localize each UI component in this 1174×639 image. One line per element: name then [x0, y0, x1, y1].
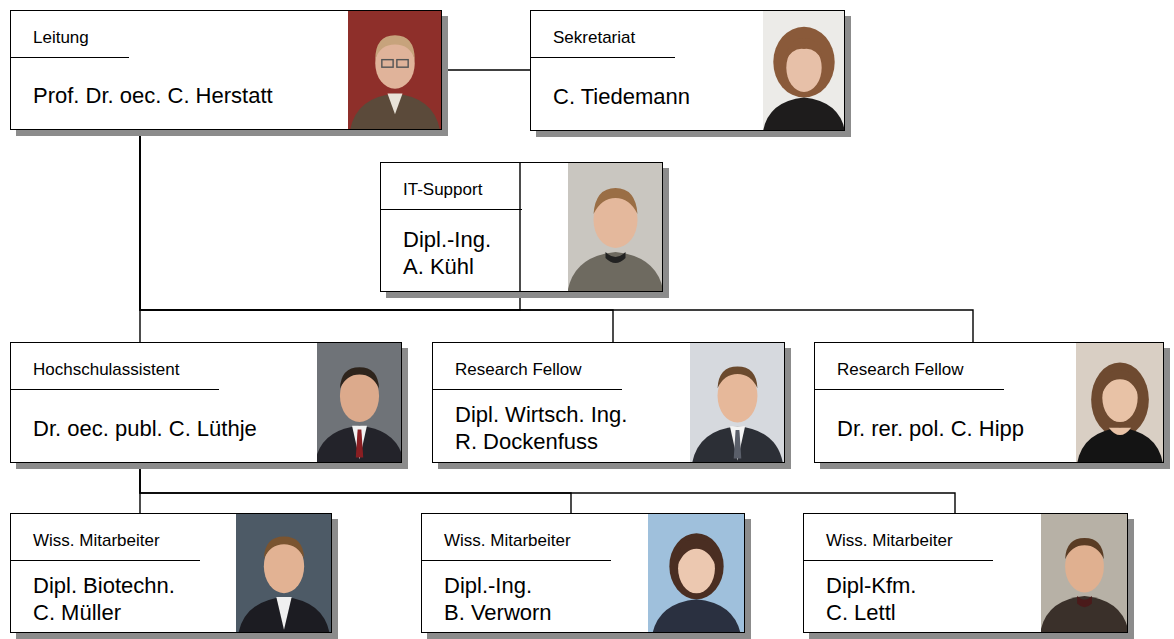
role-label: Research Fellow — [433, 343, 622, 390]
portrait-photo — [763, 10, 845, 131]
portrait-photo — [648, 513, 745, 633]
person-name: Dipl.-Ing. B. Verworn — [444, 573, 553, 627]
org-box: Wiss. MitarbeiterDipl. Biotechn. C. Müll… — [10, 513, 332, 633]
role-label: Wiss. Mitarbeiter — [422, 514, 611, 561]
org-box: Research FellowDr. rer. pol. C. Hipp — [814, 342, 1164, 463]
role-label: Wiss. Mitarbeiter — [11, 514, 200, 561]
role-label: IT-Support — [381, 163, 522, 210]
org-box: Research FellowDipl. Wirtsch. Ing. R. Do… — [432, 342, 785, 463]
org-box: Sekretariat C. Tiedemann — [530, 10, 845, 131]
org-box: Wiss. MitarbeiterDipl-Kfm. C. Lettl — [803, 513, 1128, 633]
org-box: HochschulassistentDr. oec. publ. C. Lüth… — [10, 342, 402, 463]
role-label: Wiss. Mitarbeiter — [804, 514, 993, 561]
person-name: Dipl. Biotechn. C. Müller — [33, 573, 176, 627]
role-label: Research Fellow — [815, 343, 1004, 390]
person-name: Dipl.-Ing. A. Kühl — [403, 227, 493, 281]
portrait-photo — [690, 342, 785, 463]
connector-line — [140, 463, 571, 513]
org-box: LeitungProf. Dr. oec. C. Herstatt — [10, 10, 442, 130]
portrait-photo — [348, 10, 442, 130]
connector-line — [140, 130, 520, 310]
person-name: Dr. oec. publ. C. Lüthje — [33, 416, 257, 443]
person-name: C. Tiedemann — [553, 84, 690, 111]
person-name: Dipl-Kfm. C. Lettl — [826, 573, 918, 627]
person-name: Prof. Dr. oec. C. Herstatt — [33, 83, 273, 110]
portrait-photo — [317, 342, 402, 463]
connector-line — [140, 463, 955, 513]
portrait-photo — [236, 513, 332, 633]
role-label: Sekretariat — [531, 11, 675, 58]
role-label: Leitung — [11, 11, 129, 58]
portrait-photo — [1041, 513, 1128, 633]
role-label: Hochschulassistent — [11, 343, 219, 390]
org-box: IT-SupportDipl.-Ing. A. Kühl — [380, 162, 663, 292]
connector-line — [140, 130, 973, 342]
person-name: Dipl. Wirtsch. Ing. R. Dockenfuss — [455, 402, 629, 456]
portrait-photo — [568, 162, 663, 292]
connector-line — [442, 69, 530, 70]
portrait-photo — [1076, 342, 1164, 463]
org-box: Wiss. MitarbeiterDipl.-Ing. B. Verworn — [421, 513, 745, 633]
person-name: Dr. rer. pol. C. Hipp — [837, 416, 1024, 443]
